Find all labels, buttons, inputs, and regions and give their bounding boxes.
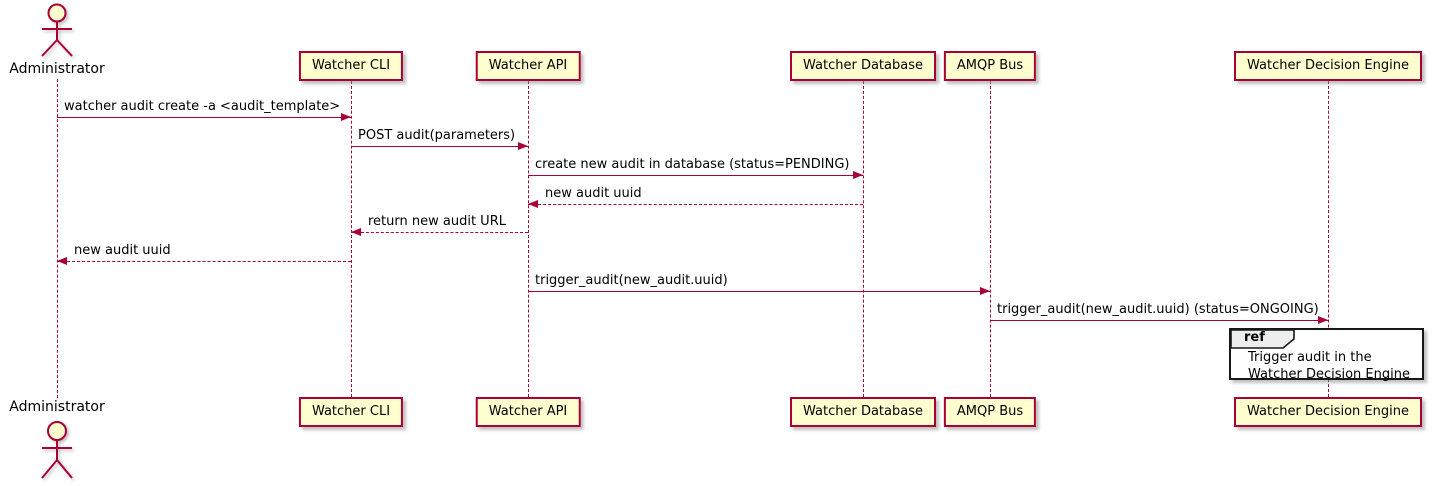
message-label: trigger_audit(new_audit.uuid): [535, 273, 728, 288]
arrowhead-icon: [518, 142, 528, 150]
message-line: [57, 117, 351, 118]
message-label: create new audit in database (status=PEN…: [535, 157, 850, 172]
ref-body: Trigger audit in the Watcher Decision En…: [1248, 349, 1410, 383]
message-line: [990, 320, 1328, 321]
arrowhead-icon: [351, 228, 361, 236]
lifeline-watcher-api: [528, 81, 529, 397]
ref-text-line1: Trigger audit in the: [1248, 350, 1372, 365]
participant-amqp-bus-top: AMQP Bus: [943, 51, 1037, 81]
participant-watcher-api-bottom: Watcher API: [475, 397, 581, 427]
actor-label-administrator-top: Administrator: [9, 61, 105, 77]
actor-icon: [29, 3, 85, 63]
participant-amqp-bus-bottom: AMQP Bus: [943, 397, 1037, 427]
lifeline-administrator: [57, 79, 58, 398]
lifeline-watcher-cli: [351, 81, 352, 397]
message-label: watcher audit create -a <audit_template>: [64, 99, 341, 114]
message-label: POST audit(parameters): [358, 128, 516, 143]
participant-watcher-cli-top: Watcher CLI: [298, 51, 404, 81]
arrowhead-icon: [980, 287, 990, 295]
message-label: return new audit URL: [368, 214, 506, 229]
arrowhead-icon: [528, 200, 538, 208]
participant-watcher-cli-bottom: Watcher CLI: [298, 397, 404, 427]
arrowhead-icon: [57, 257, 67, 265]
ref-fragment: ref Trigger audit in the Watcher Decisio…: [1229, 328, 1424, 383]
actor-label-administrator-bottom: Administrator: [9, 399, 105, 415]
participant-watcher-api-top: Watcher API: [475, 51, 581, 81]
participant-watcher-decision-engine-top: Watcher Decision Engine: [1234, 51, 1422, 81]
message-line: [351, 232, 528, 233]
arrowhead-icon: [853, 171, 863, 179]
ref-keyword: ref: [1244, 330, 1265, 345]
message-label: new audit uuid: [74, 243, 171, 258]
ref-text-line2: Watcher Decision Engine: [1248, 367, 1410, 382]
lifeline-watcher-database: [863, 81, 864, 397]
message-line: [57, 261, 351, 262]
lifeline-watcher-decision-engine: [1328, 81, 1329, 397]
ref-tab-icon: [1230, 329, 1295, 349]
participant-watcher-database-top: Watcher Database: [790, 51, 936, 81]
arrowhead-icon: [1318, 316, 1328, 324]
participant-watcher-database-bottom: Watcher Database: [790, 397, 936, 427]
message-line: [528, 204, 863, 205]
message-label: trigger_audit(new_audit.uuid) (status=ON…: [997, 302, 1319, 317]
lifeline-amqp-bus: [990, 81, 991, 397]
message-line: [528, 291, 990, 292]
message-line: [351, 146, 528, 147]
actor-icon-bottom: [29, 420, 85, 486]
message-label: new audit uuid: [545, 186, 642, 201]
arrowhead-icon: [341, 113, 351, 121]
participant-watcher-decision-engine-bottom: Watcher Decision Engine: [1234, 397, 1422, 427]
message-line: [528, 175, 863, 176]
